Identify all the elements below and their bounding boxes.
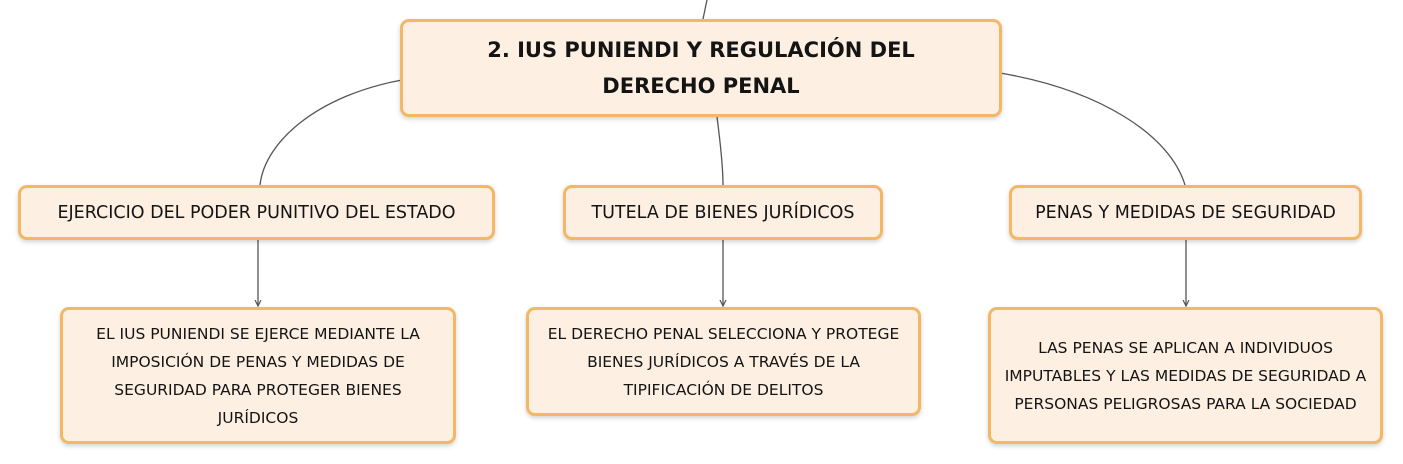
branch-node-poder-punitivo[interactable]: EJERCICIO DEL PODER PUNITIVO DEL ESTADO — [18, 185, 495, 240]
detail-node-penas-medidas[interactable]: LAS PENAS SE APLICAN A INDIVIDUOS IMPUTA… — [988, 307, 1383, 444]
root-topic-label: 2. IUS PUNIENDI Y REGULACIÓN DEL DERECHO… — [487, 38, 915, 98]
root-topic-node[interactable]: 2. IUS PUNIENDI Y REGULACIÓN DEL DERECHO… — [400, 19, 1002, 117]
branch-node-penas-medidas[interactable]: PENAS Y MEDIDAS DE SEGURIDAD — [1009, 185, 1362, 240]
branch-label: EJERCICIO DEL PODER PUNITIVO DEL ESTADO — [57, 202, 456, 223]
detail-text: EL DERECHO PENAL SELECCIONA Y PROTEGE BI… — [547, 324, 900, 399]
branch-label: TUTELA DE BIENES JURÍDICOS — [591, 202, 855, 223]
connector-root-to-branch-2 — [716, 116, 724, 186]
detail-node-bienes-juridicos[interactable]: EL DERECHO PENAL SELECCIONA Y PROTEGE BI… — [526, 307, 921, 416]
branch-label: PENAS Y MEDIDAS DE SEGURIDAD — [1035, 202, 1336, 223]
branch-node-bienes-juridicos[interactable]: TUTELA DE BIENES JURÍDICOS — [563, 185, 883, 240]
detail-text: EL IUS PUNIENDI SE EJERCE MEDIANTE LA IM… — [96, 324, 420, 427]
connector-root-to-branch-3 — [999, 72, 1186, 186]
detail-node-poder-punitivo[interactable]: EL IUS PUNIENDI SE EJERCE MEDIANTE LA IM… — [60, 307, 456, 444]
connector-root-to-branch-1 — [259, 79, 403, 186]
connector-parent-to-root — [702, 0, 708, 20]
detail-text: LAS PENAS SE APLICAN A INDIVIDUOS IMPUTA… — [1004, 338, 1367, 413]
